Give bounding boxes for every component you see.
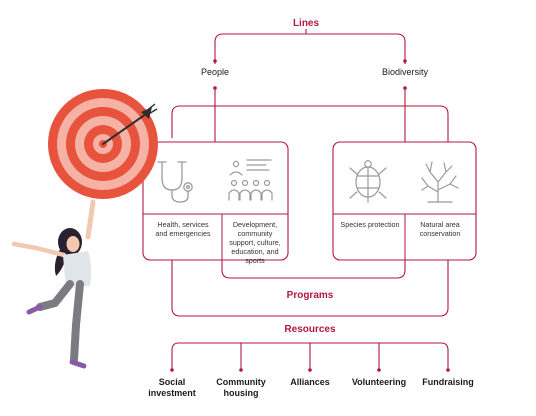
coral-icon <box>421 161 459 203</box>
resource-alliances: Alliances <box>290 377 330 387</box>
arrow-icon <box>102 103 158 145</box>
resource-dot-1 <box>170 368 174 372</box>
stethoscope-icon <box>157 161 193 203</box>
resource-fundraising: Fundraising <box>422 377 474 387</box>
people-top-dot <box>213 59 217 63</box>
community-group-icon <box>228 159 273 201</box>
programs-inner-connector <box>221 260 406 279</box>
natural-area-conservation-label: Natural area conservation <box>419 220 461 238</box>
health-services-label: Health, services and emergencies <box>155 220 211 238</box>
development-community-label: Development, community support, culture,… <box>229 220 281 265</box>
resource-dot-5 <box>446 368 450 372</box>
resource-social-investment: Social investment <box>148 377 196 398</box>
resource-community-housing: Community housing <box>216 377 266 398</box>
biodiversity-label: Biodiversity <box>382 67 429 77</box>
people-programs-box <box>142 141 289 261</box>
programs-bracket-top <box>171 105 449 142</box>
resource-dot-2 <box>239 368 243 372</box>
lines-bracket <box>214 33 406 64</box>
biodiversity-top-dot <box>403 59 407 63</box>
species-protection-label: Species protection <box>340 220 400 229</box>
resource-dot-3 <box>308 368 312 372</box>
lines-title: Lines <box>293 18 320 29</box>
resources-title: Resources <box>284 324 336 335</box>
turtle-icon <box>349 160 387 203</box>
programs-title: Programs <box>287 290 334 301</box>
resource-volunteering: Volunteering <box>351 377 407 387</box>
woman-figure-icon <box>11 199 96 369</box>
resource-dot-4 <box>377 368 381 372</box>
people-label: People <box>201 67 229 77</box>
programs-bracket-bottom <box>171 260 449 317</box>
